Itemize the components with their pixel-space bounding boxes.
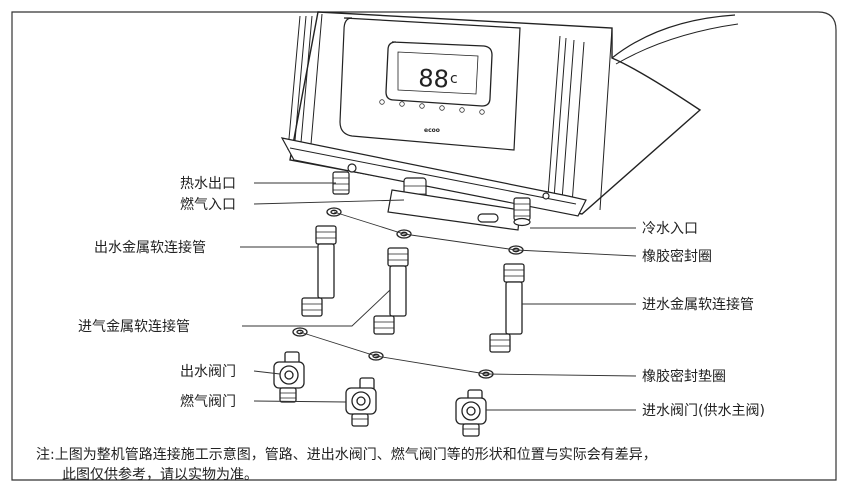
- diagram-frame: [11, 11, 837, 481]
- display-digits: 88: [418, 64, 450, 94]
- label-inlet-hose: 进水金属软连接管: [642, 296, 754, 313]
- footnote-line-1: 注:上图为整机管路连接施工示意图，管路、进出水阀门、燃气阀门等的形状和位置与实际…: [36, 447, 657, 463]
- brand-logo: ecoo: [424, 127, 440, 134]
- heater-fittings: [332, 163, 550, 231]
- display-window: [385, 41, 493, 107]
- leader-lines: [240, 182, 637, 411]
- footnote-line-2: 此图仅供参考，请以实物为准。: [62, 467, 258, 483]
- label-outlet-hose: 出水金属软连接管: [94, 239, 206, 256]
- label-inlet-valve: 进水阀门(供水主阀): [642, 403, 765, 419]
- label-rubber-gasket: 橡胶密封垫圈: [642, 368, 726, 385]
- water-heater-unit: [280, 11, 739, 217]
- label-rubber-seal-ring: 橡胶密封圈: [642, 248, 712, 265]
- label-gas-inlet: 燃气入口: [180, 196, 236, 213]
- label-cold-water-inlet: 冷水入口: [642, 221, 698, 237]
- control-buttons: [379, 99, 485, 115]
- valves: [273, 351, 487, 437]
- label-gas-valve: 燃气阀门: [180, 393, 236, 410]
- display-unit: c: [450, 71, 458, 87]
- metal-hoses: [301, 225, 525, 353]
- label-outlet-valve: 出水阀门: [180, 364, 236, 380]
- label-gas-hose: 进气金属软连接管: [78, 318, 190, 335]
- footnote: 注:上图为整机管路连接施工示意图，管路、进出水阀门、燃气阀门等的形状和位置与实际…: [36, 445, 826, 485]
- label-hot-water-outlet: 热水出口: [180, 176, 236, 192]
